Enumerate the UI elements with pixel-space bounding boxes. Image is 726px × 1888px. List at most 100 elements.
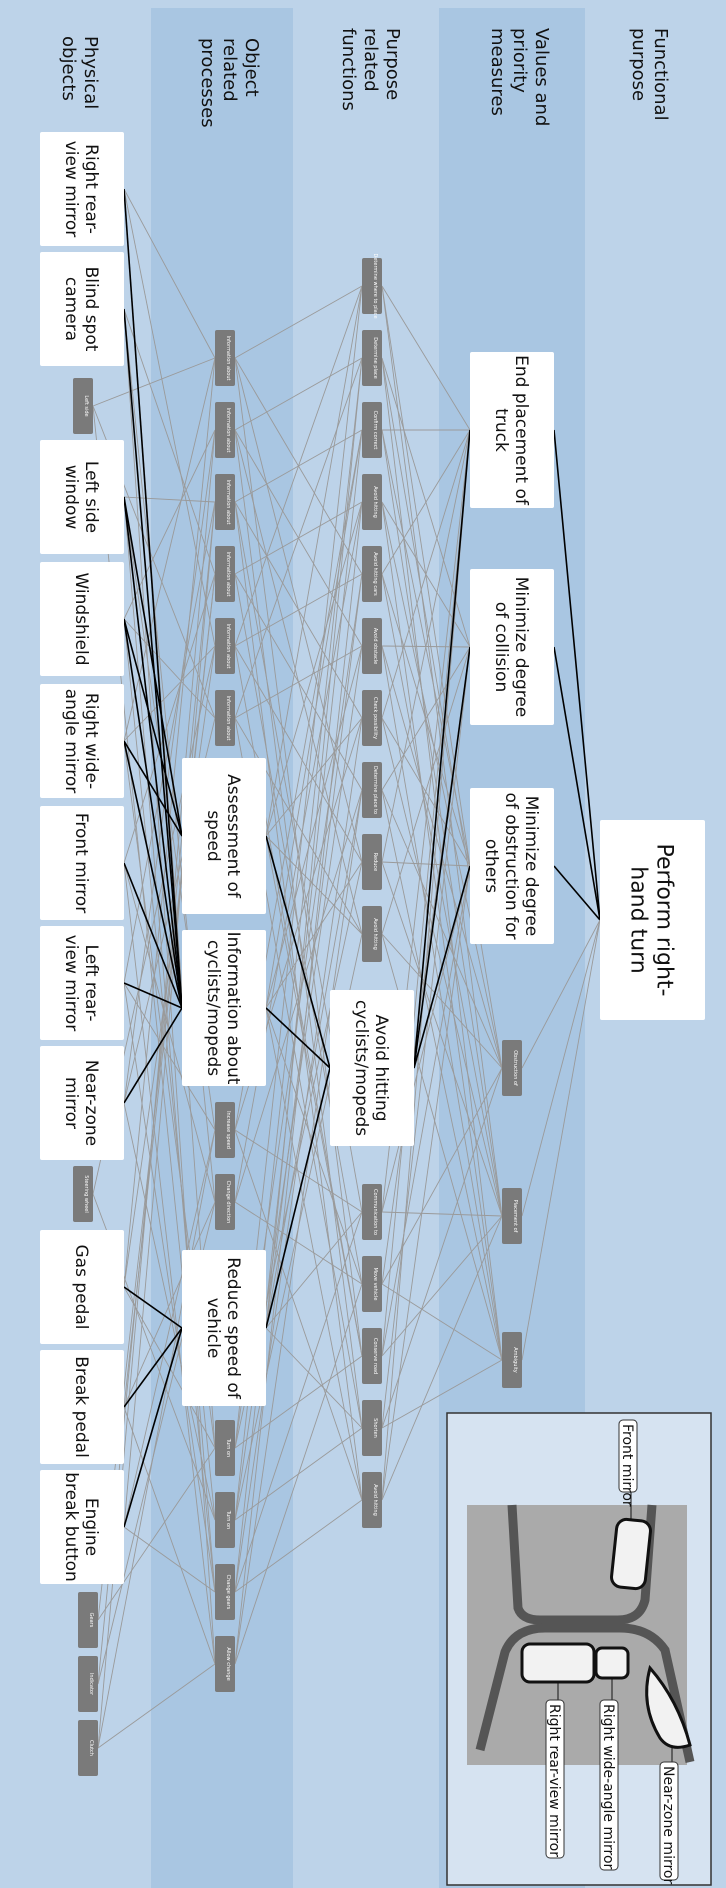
minor-link — [265, 717, 363, 837]
object-small-node-2-label: Gears — [88, 1613, 94, 1628]
minor-link — [234, 357, 363, 863]
front-mirror-shape — [610, 1517, 652, 1591]
minor-link — [234, 357, 363, 431]
object-node-label: Right wide-angle mirror — [61, 689, 101, 794]
process-small-node-9 — [215, 1492, 235, 1548]
minor-link — [521, 919, 601, 1069]
minor-link — [234, 1499, 363, 1593]
main-link — [123, 1286, 183, 1329]
minor-link — [123, 1526, 216, 1593]
right-wide-angle-mirror-shape — [594, 1646, 630, 1680]
minor-link — [381, 865, 471, 1213]
object-node-2 — [40, 440, 124, 554]
minor-link — [97, 1447, 216, 1621]
object-node-10 — [40, 1470, 124, 1584]
values-node-label: Minimize degreeof obstruction forothers — [481, 793, 541, 940]
minor-link — [123, 645, 216, 1288]
minor-link — [234, 429, 363, 935]
process-small-node-3 — [215, 546, 235, 602]
minor-link — [123, 862, 216, 1665]
truck-body-outline — [475, 1623, 695, 1763]
minor-link — [234, 357, 363, 575]
purpose-node-avoid-hitting-cyclists — [330, 990, 414, 1146]
object-small-node-0 — [73, 378, 93, 434]
minor-link — [265, 835, 363, 1357]
process-small-node-11-label: Allow change — [225, 1647, 231, 1680]
minor-link — [381, 646, 471, 935]
process-small-node-10-label: Change gears — [225, 1575, 231, 1610]
mirror-inset: Front mirror Right wide-angle mirror Rig… — [446, 1412, 712, 1886]
minor-link — [265, 789, 363, 1329]
purpose-small-node-5-label: Avoid obstacle — [372, 628, 378, 664]
minor-link — [97, 1663, 216, 1749]
purpose-small-node-10-label: Communication to — [372, 1189, 378, 1235]
purpose-small-node-13-label: Shorten — [372, 1418, 378, 1438]
process-node-label: Information aboutcyclists/mopeds — [203, 932, 243, 1085]
main-link — [265, 1067, 331, 1329]
level-label-values: Values andprioritymeasures — [487, 28, 552, 126]
process-small-node-4 — [215, 618, 235, 674]
minor-link — [234, 789, 363, 1203]
minor-link — [265, 835, 363, 935]
main-link — [413, 646, 471, 1069]
minor-link — [265, 285, 363, 837]
minor-link — [381, 1283, 503, 1361]
process-small-node-7-label: Change direction — [225, 1181, 231, 1224]
level-label-object-processes: Objectrelatedprocesses — [197, 38, 262, 128]
minor-link — [265, 501, 363, 837]
process-node-label: Assessment ofspeed — [203, 774, 243, 899]
minor-link — [381, 1359, 503, 1429]
minor-link — [265, 645, 363, 1009]
minor-link — [265, 1327, 363, 1429]
minor-link — [123, 1286, 216, 1449]
minor-link — [234, 285, 363, 359]
process-small-node-1 — [215, 402, 235, 458]
minor-link — [234, 429, 363, 1429]
object-small-node-4 — [78, 1720, 98, 1776]
object-node-3 — [40, 562, 124, 676]
values-small-node-1-label: Placement of — [512, 1200, 518, 1233]
object-node-5 — [40, 806, 124, 920]
purpose-small-node-6 — [362, 690, 382, 746]
minor-link — [123, 308, 216, 1665]
process-small-node-0-label: Information about — [225, 336, 231, 381]
object-node-0 — [40, 132, 124, 246]
purpose-small-node-8-label: Reduce — [372, 853, 378, 872]
object-node-label: Blind spotcamera — [61, 267, 101, 352]
minor-link — [521, 919, 601, 1361]
process-small-node-8-label: Turn on — [225, 1438, 231, 1457]
minor-link — [381, 717, 471, 867]
process-small-node-1-label: Information about — [225, 408, 231, 453]
object-small-node-1 — [73, 1166, 93, 1222]
object-node-8 — [40, 1230, 124, 1344]
purpose-small-node-4-label: Avoid hitting cars — [372, 552, 378, 596]
main-link — [265, 1007, 331, 1069]
minor-link — [123, 496, 216, 1593]
process-small-node-9-label: Turn on — [225, 1510, 231, 1529]
purpose-small-node-7 — [362, 762, 382, 818]
minor-link — [234, 1427, 363, 1521]
callout-right-rear-view-mirror: Right rear-view mirror — [545, 1699, 565, 1859]
minor-link — [381, 1067, 503, 1285]
purpose-small-node-2-label: Confirm correct — [372, 411, 378, 450]
object-small-node-1-label: Steering wheel — [83, 1175, 89, 1212]
level-label-purpose-functions: Purposerelatedfunctions — [338, 28, 403, 111]
main-link — [123, 740, 183, 837]
object-node-label: Windshield — [71, 572, 91, 665]
purpose-small-node-9-label: Avoid hitting — [372, 918, 378, 950]
main-link — [123, 982, 183, 1009]
object-node-label: Break pedal — [71, 1356, 91, 1458]
object-small-node-2 — [78, 1592, 98, 1648]
minor-link — [381, 861, 471, 867]
object-node-label: Left rear-view mirror — [61, 935, 101, 1032]
object-node-label: Near-zonemirror — [61, 1060, 101, 1146]
purpose-small-node-12 — [362, 1328, 382, 1384]
main-link — [123, 740, 183, 1009]
purpose-small-node-14 — [362, 1472, 382, 1528]
purpose-small-node-11-label: Move vehicle — [372, 1268, 378, 1301]
near-zone-mirror-shape — [645, 1664, 692, 1749]
purpose-small-node-14-label: Avoid hitting — [372, 1484, 378, 1516]
object-node-label: Left sidewindow — [61, 461, 101, 533]
goal-label: Perform right-hand turn — [626, 844, 677, 997]
